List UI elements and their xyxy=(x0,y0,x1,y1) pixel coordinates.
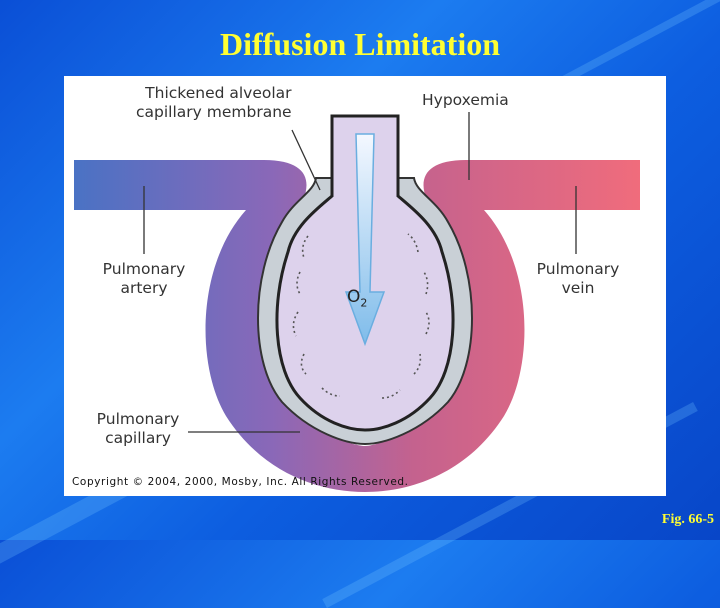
capillary-label: Pulmonary capillary xyxy=(86,410,190,448)
figure-label: Fig. 66-5 xyxy=(661,512,714,527)
capillary-label-line2: capillary xyxy=(105,429,171,447)
artery-label-line2: artery xyxy=(120,279,168,297)
membrane-label-line2: capillary membrane xyxy=(136,103,292,121)
diagram-svg xyxy=(74,112,640,492)
hypoxemia-label: Hypoxemia xyxy=(422,91,509,109)
blood-vessel xyxy=(74,160,640,492)
slide-title: Diffusion Limitation xyxy=(219,26,501,62)
oxygen-label: O2 xyxy=(347,288,367,312)
artery-label-line1: Pulmonary xyxy=(102,260,186,278)
inner-membrane-dashes xyxy=(292,233,430,399)
oxygen-symbol: O xyxy=(347,287,361,307)
vein-label: Pulmonary vein xyxy=(526,260,630,298)
oxygen-arrow xyxy=(344,133,386,347)
artery-label: Pulmonary artery xyxy=(92,260,196,298)
membrane-label-line1: Thickened alveolar xyxy=(145,84,292,102)
oxygen-subscript: 2 xyxy=(360,296,368,310)
diffusion-diagram: Thickened alveolar capillary membrane Hy… xyxy=(64,76,666,496)
membrane-leader-line xyxy=(291,129,321,191)
copyright-notice: Copyright © 2004, 2000, Mosby, Inc. All … xyxy=(72,476,409,488)
capillary-label-line1: Pulmonary xyxy=(96,410,180,428)
vein-label-line2: vein xyxy=(561,279,595,297)
membrane-label: Thickened alveolar capillary membrane xyxy=(136,84,292,122)
vein-label-line1: Pulmonary xyxy=(536,260,620,278)
